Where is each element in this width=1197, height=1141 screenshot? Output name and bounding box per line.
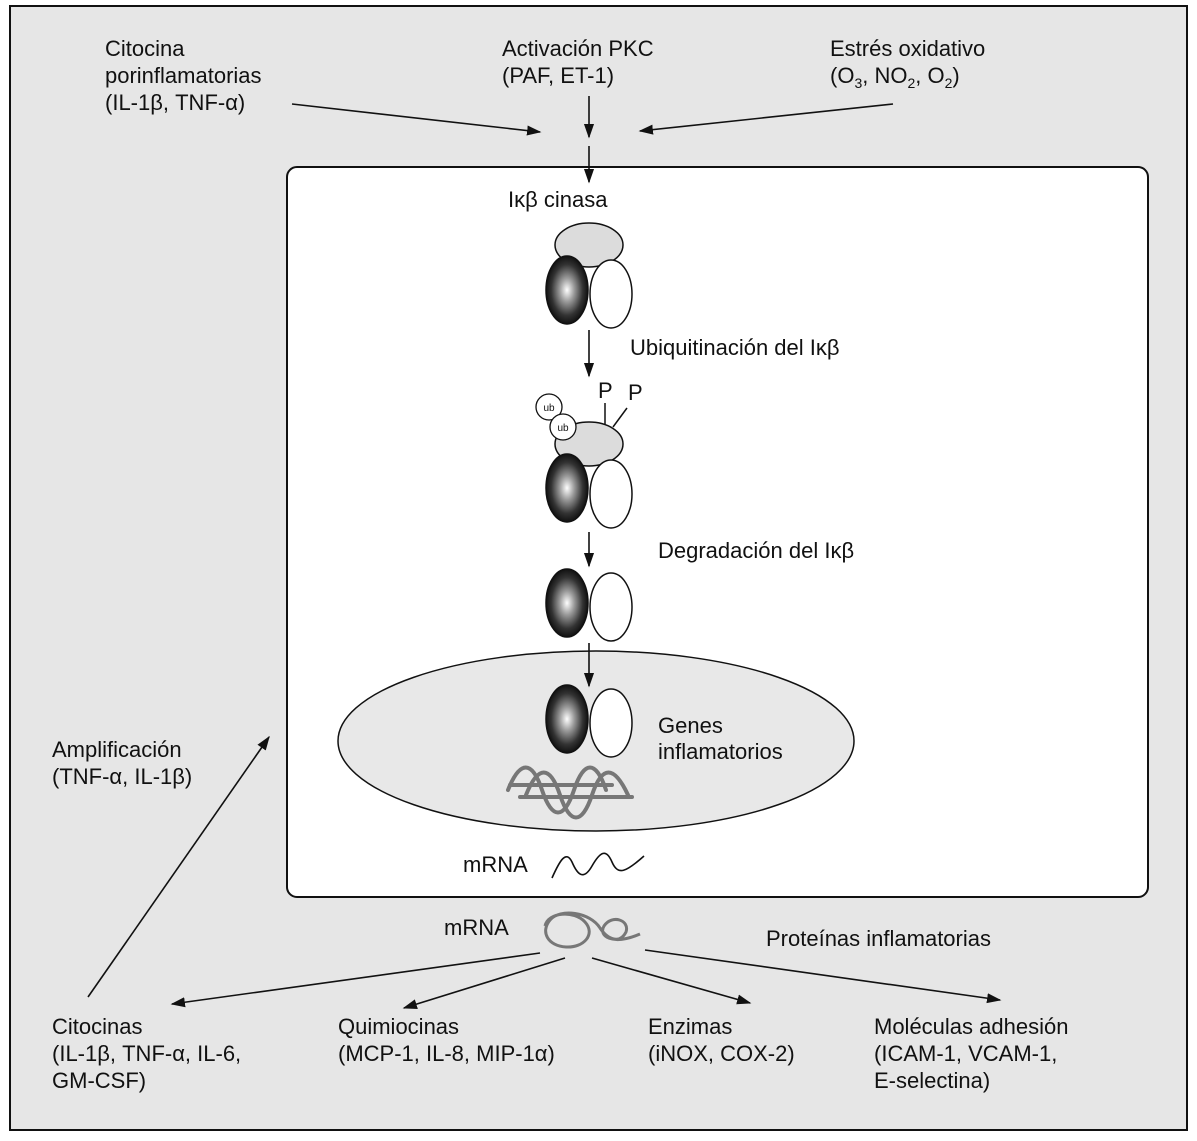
ubiquitin-2 <box>549 413 577 441</box>
output-chemokines-line2: (MCP-1, IL-8, MIP-1α) <box>338 1041 555 1066</box>
step2-label: Degradación del Iκβ <box>658 538 854 563</box>
mrna-outer-coil-icon <box>543 911 641 949</box>
arrow-amplification <box>87 735 270 998</box>
genes-label-line2: inflamatorios <box>658 739 783 764</box>
stimulus-pkc: Activación PKC (PAF, ET-1) <box>502 36 654 88</box>
output-enzymes-line1: Enzimas <box>648 1014 732 1039</box>
nfkb-dark-subunit <box>545 453 589 523</box>
output-adhesion-line1: Moléculas adhesión <box>874 1014 1068 1039</box>
arrow-to-cytokines <box>170 952 541 1008</box>
free-nfkb-dimer <box>545 568 633 642</box>
nfkb-light-subunit <box>589 459 633 529</box>
nfkb-light-subunit <box>589 572 633 642</box>
nfkb-light-subunit <box>589 688 633 758</box>
amplification-line1: Amplificación <box>52 737 182 762</box>
mrna-inner-label: mRNA <box>463 852 528 877</box>
proteins-label: Proteínas inflamatorias <box>766 926 991 951</box>
ikb-nfkb-complex <box>545 222 633 329</box>
stimulus-cytokines-line2: porinflamatorias <box>105 63 262 88</box>
ubiquitinated-complex: ub ub P P <box>535 378 643 529</box>
ikb-subunit <box>554 222 624 268</box>
nfkb-light-subunit <box>589 259 633 329</box>
stimulus-cytokines-line1: Citocina <box>105 36 185 61</box>
output-chemokines-line1: Quimiocinas <box>338 1014 459 1039</box>
stimulus-pkc-line2: (PAF, ET-1) <box>502 63 614 88</box>
arrow-to-enzymes <box>591 957 752 1005</box>
stimulus-oxidative: Estrés oxidativo (O3, NO2, O2) <box>830 36 985 91</box>
stimulus-oxidative-line1: Estrés oxidativo <box>830 36 985 61</box>
mrna-outer-label: mRNA <box>444 915 509 940</box>
output-adhesion-line2: (ICAM-1, VCAM-1, <box>874 1041 1057 1066</box>
nfkb-dark-subunit <box>545 568 589 638</box>
output-chemokines: Quimiocinas (MCP-1, IL-8, MIP-1α) <box>338 1014 555 1066</box>
arrow-oxidative-to-kinase <box>638 103 894 135</box>
stimulus-cytokines-line3: (IL-1β, TNF-α) <box>105 90 245 115</box>
arrow-to-adhesion <box>644 949 1002 1004</box>
amplification-line2: (TNF-α, IL-1β) <box>52 764 192 789</box>
ubiquitin-2-label: ub <box>557 423 569 434</box>
stimulus-oxidative-line2: (O3, NO2, O2) <box>830 63 960 91</box>
dna-helix-icon <box>506 765 634 820</box>
nfkb-dark-subunit <box>545 255 589 325</box>
phosphate-2-label: P <box>628 380 643 405</box>
stimulus-cytokines: Citocina porinflamatorias (IL-1β, TNF-α) <box>105 36 262 115</box>
genes-label-line1: Genes <box>658 713 723 738</box>
output-cytokines: Citocinas (IL-1β, TNF-α, IL-6, GM-CSF) <box>52 1014 241 1093</box>
output-adhesion-line3: E-selectina) <box>874 1068 990 1093</box>
output-cytokines-line1: Citocinas <box>52 1014 142 1039</box>
step1-label: Ubiquitinación del Iκβ <box>630 335 840 360</box>
mrna-inner-strand-icon <box>551 852 645 879</box>
output-cytokines-line2: (IL-1β, TNF-α, IL-6, <box>52 1041 241 1066</box>
stimulus-pkc-line1: Activación PKC <box>502 36 654 61</box>
output-enzymes-line2: (iNOX, COX-2) <box>648 1041 795 1066</box>
output-enzymes: Enzimas (iNOX, COX-2) <box>648 1014 795 1066</box>
output-cytokines-line3: GM-CSF) <box>52 1068 146 1093</box>
ubiquitin-1-label: ub <box>543 403 555 414</box>
kinase-label: Iκβ cinasa <box>508 187 608 212</box>
arrow-to-chemokines <box>402 957 566 1009</box>
phosphate-bond-2 <box>612 407 628 428</box>
phosphate-1-label: P <box>598 378 613 403</box>
arrow-cytokines-to-kinase <box>291 103 542 136</box>
nuclear-nfkb-dimer <box>545 684 633 758</box>
ubiquitin-1 <box>535 393 563 421</box>
nfkb-dark-subunit <box>545 684 589 754</box>
output-adhesion: Moléculas adhesión (ICAM-1, VCAM-1, E-se… <box>874 1014 1068 1093</box>
